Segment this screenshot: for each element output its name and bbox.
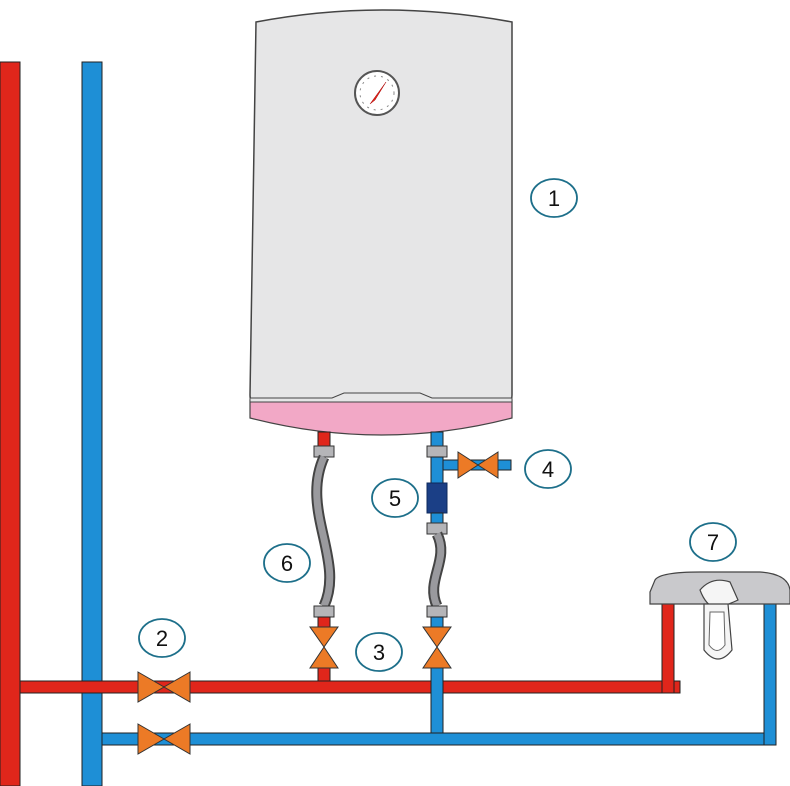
callout-mixer: 7	[689, 522, 737, 562]
safety-valve-icon	[457, 451, 499, 479]
callout-hose-number: 6	[281, 551, 293, 576]
cold-shutoff-valve-icon	[422, 626, 452, 669]
cold-supply-line	[101, 732, 777, 746]
hot-branch-pipe	[317, 667, 331, 682]
cold-main-valve-icon	[137, 723, 191, 755]
water-heater-base	[249, 399, 513, 436]
callout-heater-number: 1	[548, 186, 560, 211]
thermometer-icon	[354, 70, 400, 116]
water-heater-tank	[249, 9, 513, 413]
water-heater-cover	[249, 392, 513, 403]
filter-fitting	[426, 522, 448, 535]
callout-mixer-number: 7	[707, 530, 719, 555]
cold-riser-pipe	[81, 61, 103, 786]
hot-supply-line	[19, 680, 681, 694]
hot-mixer-riser	[661, 599, 675, 694]
cold-hose-fitting	[426, 605, 448, 618]
callout-hose: 6	[263, 543, 311, 583]
mixer-tap-icon	[649, 571, 790, 660]
hot-riser-pipe	[0, 61, 21, 786]
callout-filter-number: 5	[389, 486, 401, 511]
callout-filter: 5	[371, 478, 419, 518]
callout-heater: 1	[530, 178, 578, 218]
hot-hose-fitting	[313, 605, 335, 618]
callout-inlet-valves-number: 3	[373, 640, 385, 665]
hot-shutoff-valve-icon	[309, 626, 339, 669]
hot-outlet-fitting	[313, 445, 335, 458]
cold-inlet-fitting	[426, 445, 448, 458]
callout-main-valve-number: 2	[156, 626, 168, 651]
cold-branch-pipe	[430, 667, 444, 734]
callout-inlet-valves: 3	[355, 632, 403, 672]
hot-main-valve-icon	[137, 671, 191, 703]
callout-safety-valve: 4	[524, 449, 572, 489]
callout-safety-valve-number: 4	[542, 457, 554, 482]
cold-mixer-riser	[763, 599, 777, 746]
callout-main-valve: 2	[138, 618, 186, 658]
filter-icon	[426, 482, 448, 514]
